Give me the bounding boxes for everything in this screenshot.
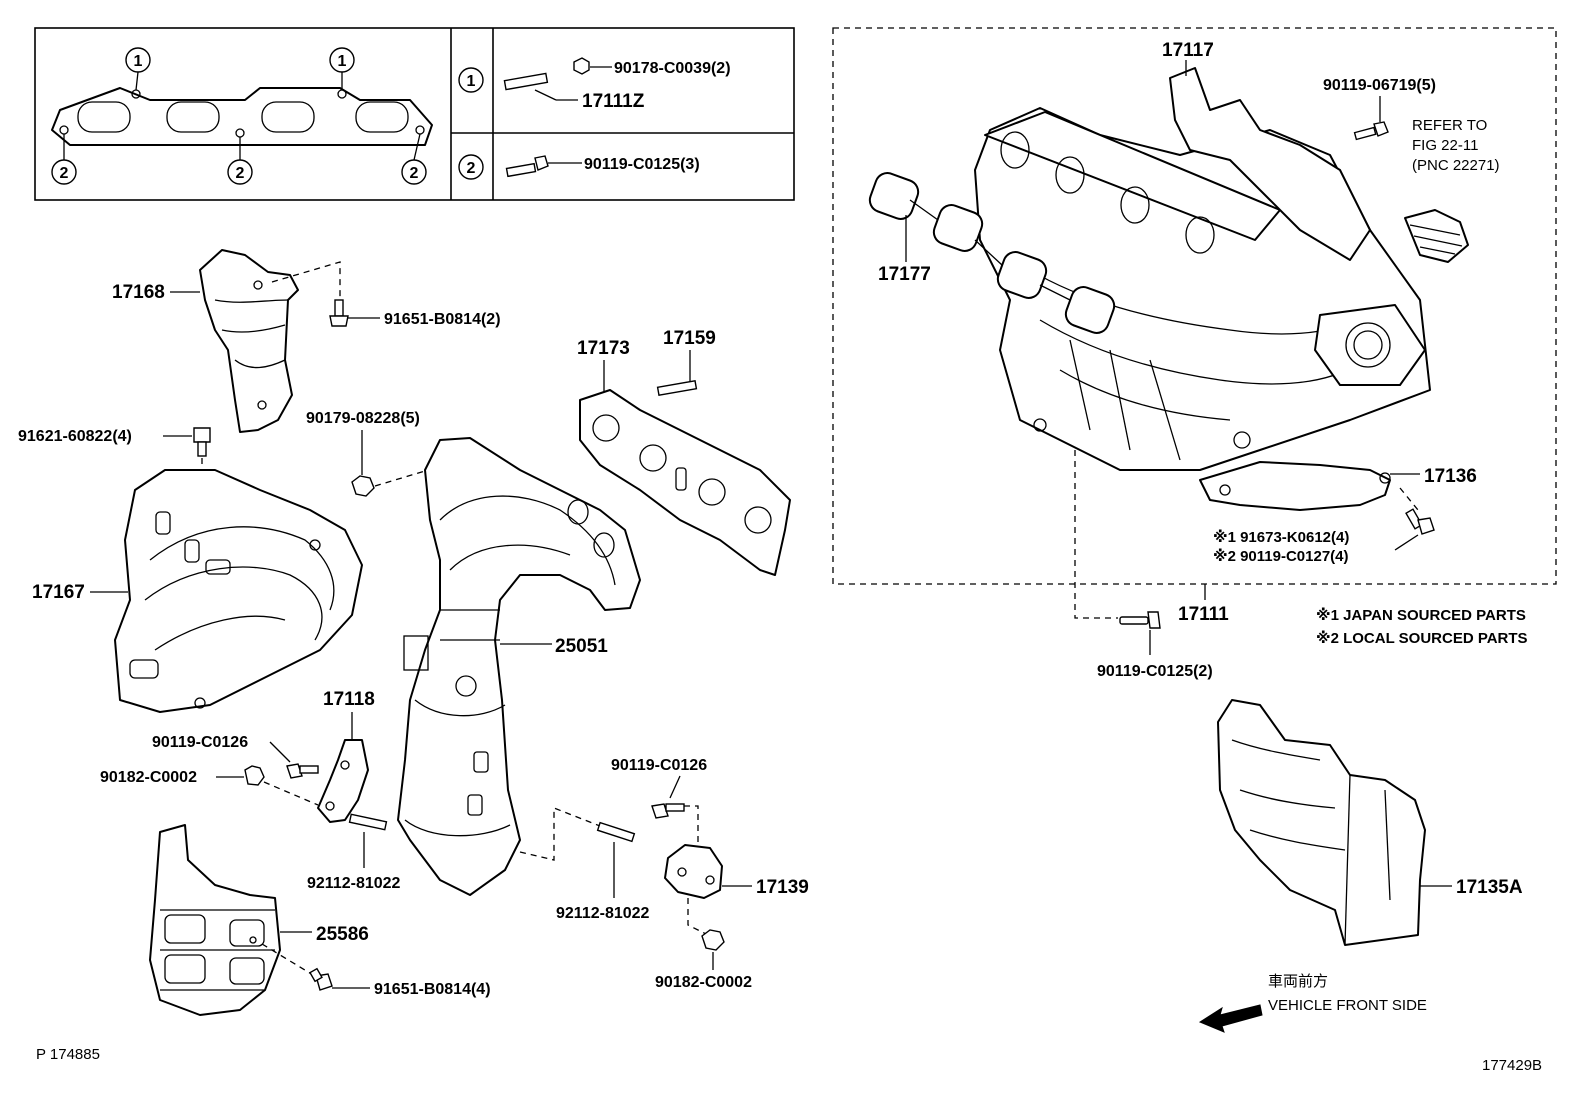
note-local-sourced: ※2 LOCAL SOURCED PARTS	[1316, 629, 1528, 647]
label-92112-81022-right: 92112-81022	[556, 905, 650, 922]
bolt-icon	[505, 155, 549, 178]
callout-2-label: 2	[410, 165, 419, 182]
label-91621-60822: 91621-60822(4)	[18, 428, 132, 445]
bolt-17136-icon	[1405, 508, 1435, 535]
vehicle-front-direction: 車両前方 VEHICLE FRONT SIDE	[1198, 973, 1427, 1033]
label-90179-08228: 90179-08228(5)	[306, 410, 420, 427]
label-25051: 25051	[555, 636, 608, 657]
intake-manifold-assembly: 17117 90119-06719(5) REFER TO FIG 22-11 …	[832, 27, 1557, 585]
stud-bolt-icon	[503, 72, 549, 91]
label-17111: 17111	[1178, 604, 1229, 625]
label-90182-C0002-bottom: 90182-C0002	[655, 974, 752, 991]
label-17135A: 17135A	[1456, 877, 1523, 898]
intake-manifold-drawing	[974, 67, 1431, 511]
label-92112-81022-left: 92112-81022	[307, 875, 401, 892]
label-17117: 17117	[1162, 40, 1214, 61]
legend-table: 1 1 2 2 2 1 90178-C0	[34, 27, 795, 201]
callout-1-marker: 1	[125, 47, 151, 73]
callout-2-marker: 2	[227, 159, 253, 185]
exhaust-gasket-17173-drawing	[579, 389, 791, 576]
label-17139: 17139	[756, 877, 809, 898]
legend-row-2-marker: 2	[467, 160, 476, 177]
stud-17159-icon	[656, 379, 698, 397]
bolt-90119-C0126-right-icon	[651, 803, 685, 819]
label-91651-B0814-2: 91651-B0814(2)	[384, 311, 501, 328]
intake-gasket-drawing	[868, 172, 1116, 334]
heat-insulator-17135A-drawing	[1217, 699, 1426, 946]
refer-to-line2: FIG 22-11	[1412, 137, 1478, 154]
direction-label-english: VEHICLE FRONT SIDE	[1268, 997, 1427, 1014]
throttle-gasket-icon	[1404, 209, 1469, 263]
label-17173: 17173	[577, 338, 630, 359]
callout-2-label: 2	[236, 165, 245, 182]
bracket-17139-drawing	[664, 844, 723, 899]
callout-2-marker: 2	[401, 159, 427, 185]
direction-label-japanese: 車両前方	[1268, 973, 1328, 990]
refer-to-line3: (PNC 22271)	[1412, 157, 1500, 174]
callout-1-label: 1	[338, 53, 347, 70]
label-90119-C0127: ※2 90119-C0127(4)	[1213, 547, 1349, 565]
label-17136: 17136	[1424, 466, 1477, 487]
label-91673-K0612: ※1 91673-K0612(4)	[1213, 528, 1349, 546]
callout-2-marker: 2	[51, 159, 77, 185]
legend-row-1: 1 90178-C0039(2) 17111Z	[458, 57, 731, 112]
label-90182-C0002-left: 90182-C0002	[100, 769, 197, 786]
label-17118: 17118	[323, 689, 375, 710]
stud-92112-left-icon	[348, 813, 388, 831]
bolt-91651-B0814-icon	[329, 299, 349, 327]
part-number-17111Z: 17111Z	[582, 91, 645, 112]
label-91651-B0814-4: 91651-B0814(4)	[374, 981, 491, 998]
callout-2-label: 2	[60, 165, 69, 182]
label-17167: 17167	[32, 582, 85, 603]
label-17177: 17177	[878, 264, 931, 285]
exhaust-manifold-gasket-diagram	[51, 71, 433, 161]
note-japan-sourced: ※1 JAPAN SOURCED PARTS	[1316, 606, 1526, 624]
label-90119-C0125-2: 90119-C0125(2)	[1097, 663, 1213, 680]
nut-90182-left-icon	[244, 765, 265, 786]
heat-insulator-17168-drawing	[199, 249, 299, 433]
stud-92112-right-icon	[596, 821, 636, 843]
legend-row-2: 2 90119-C0125(3)	[458, 154, 700, 180]
callout-1-label: 1	[134, 53, 143, 70]
bolt-90119-06719-icon	[1353, 121, 1389, 141]
label-25586: 25586	[316, 924, 369, 945]
label-17159: 17159	[663, 328, 716, 349]
bolt-91621-icon	[193, 427, 211, 457]
bolt-91651-B0814-4-icon	[309, 967, 333, 991]
label-90119-C0126-left: 90119-C0126	[152, 734, 248, 751]
heat-insulator-17167-drawing	[114, 469, 363, 713]
heat-insulator-25586-drawing	[149, 824, 281, 1016]
arrow-left-icon	[1198, 1004, 1263, 1033]
exhaust-manifold-converter-drawing	[397, 437, 641, 896]
nut-90179-icon	[351, 475, 375, 497]
nut-90182-bottom-icon	[701, 929, 725, 951]
label-90119-C0126-right: 90119-C0126	[611, 757, 707, 774]
page-reference: P 174885	[36, 1046, 100, 1063]
callout-1-marker: 1	[329, 47, 355, 73]
bracket-17118-drawing	[317, 739, 369, 823]
bolt-90119-C0125-icon	[1119, 611, 1161, 629]
legend-row-1-marker: 1	[467, 73, 476, 90]
figure-id: 177429B	[1482, 1057, 1542, 1074]
nut-icon	[573, 57, 590, 75]
label-17168: 17168	[112, 282, 165, 303]
part-number-90119-C0125-3: 90119-C0125(3)	[584, 156, 700, 173]
refer-to-line1: REFER TO	[1412, 117, 1487, 134]
part-number-90178-C0039: 90178-C0039(2)	[614, 60, 731, 77]
bolt-90119-C0126-left-icon	[286, 763, 319, 779]
label-90119-06719: 90119-06719(5)	[1323, 77, 1436, 94]
